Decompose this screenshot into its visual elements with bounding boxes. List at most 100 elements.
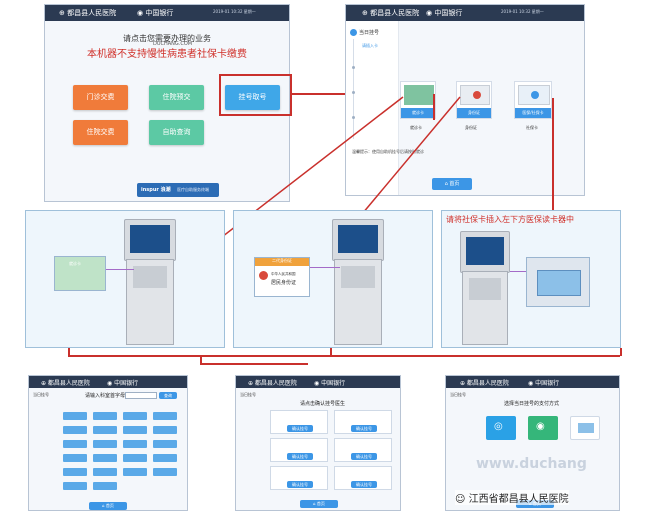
top-bar: ⊕ 都昌县人民医院 ◉ 中国银行 2019-01 10:32 星期一: [346, 5, 584, 21]
dept-button[interactable]: [63, 440, 87, 448]
home-button[interactable]: ⌂ 首页: [432, 178, 472, 190]
connector-line: [552, 98, 554, 210]
bank-name: 中国银行: [145, 9, 174, 17]
confirm-button[interactable]: 确认挂号: [351, 453, 377, 460]
step-line: [353, 39, 354, 139]
dept-button[interactable]: [93, 482, 117, 490]
dept-button[interactable]: [63, 454, 87, 462]
dept-button[interactable]: [93, 440, 117, 448]
hospital-logo: ⊕ 都昌县人民医院: [59, 9, 117, 17]
connector-line: [200, 363, 308, 365]
clock: 2019-01 10:32 星期一: [213, 9, 256, 14]
outpatient-pay-button[interactable]: 门诊交费: [73, 85, 128, 110]
home-label: 首页: [105, 503, 114, 508]
dept-button[interactable]: [93, 412, 117, 420]
card-pay-option[interactable]: [570, 416, 600, 440]
caption-social: 社保卡: [526, 125, 538, 130]
kiosk-machine: [332, 219, 384, 345]
dept-button[interactable]: [93, 454, 117, 462]
social-card-kiosk-panel: 请将社保卡插入左下方医保读卡器中: [441, 210, 621, 348]
dept-button[interactable]: [63, 412, 87, 420]
top-bar: ⊕ 都昌县人民医院 ◉ 中国银行 2019-01 10:32 星期一: [45, 5, 289, 21]
social-card-in-reader: [537, 270, 581, 296]
clinic-card-image: [404, 85, 434, 105]
confirm-button[interactable]: 确认挂号: [351, 425, 377, 432]
alipay-option[interactable]: ◉: [528, 416, 558, 440]
dept-button[interactable]: [63, 426, 87, 434]
dept-button[interactable]: [153, 440, 177, 448]
dept-button[interactable]: [153, 468, 177, 476]
clinic-card-option[interactable]: 就诊卡: [400, 81, 436, 119]
location-pin-icon: [350, 29, 357, 36]
search-button[interactable]: 查询: [159, 392, 177, 399]
kiosk-machine: [124, 219, 176, 345]
self-query-button[interactable]: 自助查询: [149, 120, 204, 145]
confirm-title: 请点击确认挂号医生: [300, 401, 346, 407]
dept-button[interactable]: [123, 440, 147, 448]
credit-label: 江西省都昌县人民医院: [468, 494, 569, 505]
wechat-pay-option[interactable]: ◎: [486, 416, 516, 440]
side-title: 当日挂号: [33, 392, 49, 397]
card-select-screen: ⊕ 都昌县人民医院 ◉ 中国银行 2019-01 10:32 星期一 当日挂号 …: [345, 4, 585, 196]
dept-button[interactable]: [63, 468, 87, 476]
confirm-button[interactable]: 确认挂号: [287, 481, 313, 488]
home-button[interactable]: ⌂ 首页: [89, 502, 127, 510]
clinic-card-label: 就诊卡: [401, 108, 435, 118]
dept-search-screen: ⊕ 都昌县人民医院 ◉ 中国银行 当日挂号 请输入科室首字母 查询 ⌂ 首页: [28, 375, 188, 511]
doctor-card: 确认挂号: [334, 466, 392, 490]
dept-button[interactable]: [93, 426, 117, 434]
dept-button[interactable]: [63, 482, 87, 490]
connector-line: [68, 348, 70, 356]
inpatient-deposit-button[interactable]: 住院预交: [149, 85, 204, 110]
chat-icon: ☺: [455, 494, 466, 505]
bank-logo: ◉ 中国银行: [107, 380, 139, 387]
dept-grid: [63, 412, 179, 496]
dept-button[interactable]: [123, 412, 147, 420]
caption-clinic: 就诊卡: [410, 125, 422, 130]
hospital-logo: ⊕ 都昌县人民医院: [41, 380, 90, 387]
watermark: www.duchang: [476, 456, 587, 472]
clinic-card-photo-label: 就诊卡: [69, 261, 81, 266]
id-card-photo: 二代身份证 中华人民共和国 居民身份证: [254, 257, 310, 297]
id-card-sub1: 中华人民共和国: [271, 272, 296, 276]
dept-button[interactable]: [153, 426, 177, 434]
pointer-line: [510, 271, 526, 272]
connector-line: [200, 356, 202, 364]
payment-title: 选择当日挂号的支付方式: [504, 401, 560, 407]
confirm-button[interactable]: 确认挂号: [287, 453, 313, 460]
step-sidebar: 当日挂号 请插入卡: [346, 21, 399, 195]
pointer-line: [106, 269, 134, 270]
social-card-label: 医保/社保卡: [515, 108, 551, 118]
id-card-label: 身份证: [457, 108, 491, 118]
id-card-title: 二代身份证: [255, 258, 309, 266]
wechat-icon: ◎: [494, 421, 503, 432]
doctor-confirm-screen: ⊕ 都昌县人民医院 ◉ 中国银行 当日挂号 请点击确认挂号医生 确认挂号 确认挂…: [235, 375, 401, 511]
dept-button[interactable]: [153, 454, 177, 462]
search-input[interactable]: [125, 392, 157, 399]
home-button[interactable]: ⌂ 首页: [300, 500, 338, 508]
confirm-button[interactable]: 确认挂号: [287, 425, 313, 432]
dept-button[interactable]: [153, 412, 177, 420]
pointer-line: [310, 267, 340, 268]
confirm-button[interactable]: 确认挂号: [351, 481, 377, 488]
footer-bar: inspur 浪潮 医疗自助服务终端: [137, 183, 219, 197]
connector-line: [292, 93, 345, 95]
doctor-card: 确认挂号: [270, 438, 328, 462]
highlight-box: [219, 74, 292, 116]
clock: 2019-01 10:32 星期一: [501, 9, 544, 14]
id-card-option[interactable]: 身份证: [456, 81, 492, 119]
notice-text: 本机器不支持慢性病患者社保卡缴费: [87, 49, 247, 60]
top-bar: ⊕ 都昌县人民医院 ◉ 中国银行: [446, 376, 619, 388]
home-label: 首页: [449, 181, 460, 187]
dept-button[interactable]: [123, 426, 147, 434]
inpatient-pay-button[interactable]: 住院交费: [73, 120, 128, 145]
top-bar: ⊕ 都昌县人民医院 ◉ 中国银行: [236, 376, 400, 388]
dept-button[interactable]: [123, 454, 147, 462]
dept-button[interactable]: [123, 468, 147, 476]
side-title: 当日挂号: [450, 392, 466, 397]
step-dot: [352, 66, 355, 69]
social-card-option[interactable]: 医保/社保卡: [514, 81, 552, 119]
dept-button[interactable]: [93, 468, 117, 476]
doctor-card: 确认挂号: [270, 466, 328, 490]
side-title: 当日挂号: [359, 30, 380, 36]
